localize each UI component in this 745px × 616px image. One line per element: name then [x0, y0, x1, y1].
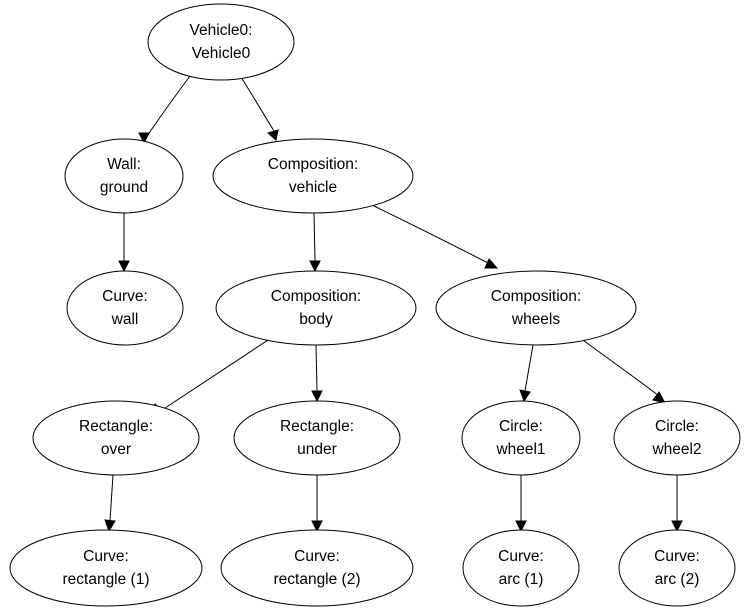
- graph-node-circle_wheel2[interactable]: Circle: wheel2: [613, 400, 741, 476]
- node-label-line1: Circle:: [655, 418, 699, 435]
- node-label-line2: wall: [111, 311, 139, 328]
- node-label-line2: rectangle (2): [273, 571, 360, 588]
- node-label-line1: Curve:: [294, 548, 340, 565]
- graph-edge: [151, 337, 272, 417]
- edge-arrowhead-icon: [484, 258, 499, 269]
- graph-node-rectangle_under[interactable]: Rectangle: under: [233, 400, 401, 476]
- edge-arrowhead-icon: [519, 389, 531, 403]
- node-label-line1: Composition:: [491, 288, 581, 305]
- edge-line: [144, 71, 194, 140]
- node-label-line1: Curve:: [102, 288, 148, 305]
- node-label-line1: Curve:: [83, 548, 129, 565]
- node-label-line2: arc (1): [499, 571, 544, 588]
- graph-edge: [309, 212, 321, 273]
- graph-edge: [671, 475, 683, 533]
- edge-arrowhead-icon: [515, 520, 527, 533]
- node-label-line2: vehicle: [289, 179, 337, 196]
- node-ellipse[interactable]: [212, 138, 414, 214]
- edge-arrowhead-icon: [652, 391, 666, 404]
- graph-edge: [104, 474, 116, 533]
- edge-line: [524, 344, 534, 392]
- node-ellipse[interactable]: [147, 3, 295, 81]
- edge-line: [109, 474, 114, 522]
- node-ellipse[interactable]: [220, 529, 414, 607]
- edge-line: [161, 337, 272, 411]
- node-label-line1: Rectangle:: [79, 418, 153, 435]
- node-label-line2: under: [297, 441, 337, 458]
- graph-edge: [118, 213, 130, 273]
- node-ellipse[interactable]: [9, 529, 203, 607]
- node-label-line2: wheel1: [495, 441, 545, 458]
- edge-line: [240, 76, 275, 132]
- graph-node-rectangle_over[interactable]: Rectangle: over: [32, 400, 200, 476]
- node-label-line2: wheels: [511, 311, 560, 328]
- graph-edge: [311, 475, 323, 533]
- graph-node-curve_arc_2[interactable]: Curve: arc (2): [618, 529, 736, 607]
- edge-arrowhead-icon: [309, 260, 321, 273]
- graph-node-composition_body[interactable]: Composition: body: [215, 270, 417, 346]
- node-ellipse[interactable]: [64, 138, 184, 214]
- node-label-line2: over: [101, 441, 131, 458]
- node-label-line1: Composition:: [268, 156, 358, 173]
- node-label-line1: Curve:: [498, 548, 544, 565]
- node-label-line2: ground: [100, 179, 148, 196]
- node-ellipse[interactable]: [613, 400, 741, 476]
- edge-line: [371, 204, 491, 265]
- node-ellipse[interactable]: [32, 400, 200, 476]
- graph-edge: [519, 344, 534, 403]
- graph-node-vehicle0[interactable]: Vehicle0: Vehicle0: [147, 3, 295, 81]
- node-label-line1: Curve:: [654, 548, 700, 565]
- node-label-line2: body: [299, 311, 333, 328]
- node-label-line1: Rectangle:: [280, 418, 354, 435]
- graph-edge: [579, 337, 666, 404]
- graph-node-curve_rectangle_2[interactable]: Curve: rectangle (2): [220, 529, 414, 607]
- edge-arrowhead-icon: [266, 129, 279, 141]
- graph-node-composition_vehicle[interactable]: Composition: vehicle: [212, 138, 414, 214]
- node-ellipse[interactable]: [461, 400, 581, 476]
- node-ellipse[interactable]: [233, 400, 401, 476]
- graph-edge: [515, 475, 527, 533]
- graph-edge: [138, 71, 194, 145]
- edge-arrowhead-icon: [118, 260, 130, 273]
- graph-node-circle_wheel1[interactable]: Circle: wheel1: [461, 400, 581, 476]
- nodes-layer: Vehicle0:Vehicle0Wall:groundComposition:…: [9, 3, 741, 607]
- node-label-line2: arc (2): [655, 571, 700, 588]
- node-label-line2: rectangle (1): [62, 571, 149, 588]
- node-ellipse[interactable]: [462, 529, 580, 607]
- edge-arrowhead-icon: [138, 132, 150, 145]
- node-label-line2: Vehicle0: [192, 45, 251, 62]
- node-ellipse[interactable]: [435, 270, 637, 346]
- node-label-line1: Circle:: [499, 418, 543, 435]
- node-label-line1: Wall:: [107, 156, 141, 173]
- edge-arrowhead-icon: [311, 520, 323, 533]
- graph-edge: [240, 76, 279, 141]
- node-ellipse[interactable]: [618, 529, 736, 607]
- node-label-line1: Composition:: [271, 288, 361, 305]
- edge-line: [313, 212, 316, 262]
- node-label-line2: wheel2: [651, 441, 701, 458]
- edge-line: [315, 344, 318, 392]
- node-ellipse[interactable]: [215, 270, 417, 346]
- graph-node-curve_arc_1[interactable]: Curve: arc (1): [462, 529, 580, 607]
- node-label-line1: Vehicle0:: [190, 22, 253, 39]
- graph-edge: [311, 344, 323, 403]
- edge-arrowhead-icon: [311, 390, 323, 403]
- node-ellipse[interactable]: [66, 270, 184, 346]
- graph-edge: [371, 204, 499, 269]
- edge-arrowhead-icon: [104, 519, 116, 533]
- graph-node-wall_ground[interactable]: Wall: ground: [64, 138, 184, 214]
- graph-node-composition_wheels[interactable]: Composition: wheels: [435, 270, 637, 346]
- edge-line: [579, 337, 660, 397]
- edge-arrowhead-icon: [671, 520, 683, 533]
- graph-node-curve_wall[interactable]: Curve: wall: [66, 270, 184, 346]
- graph-node-curve_rectangle_1[interactable]: Curve: rectangle (1): [9, 529, 203, 607]
